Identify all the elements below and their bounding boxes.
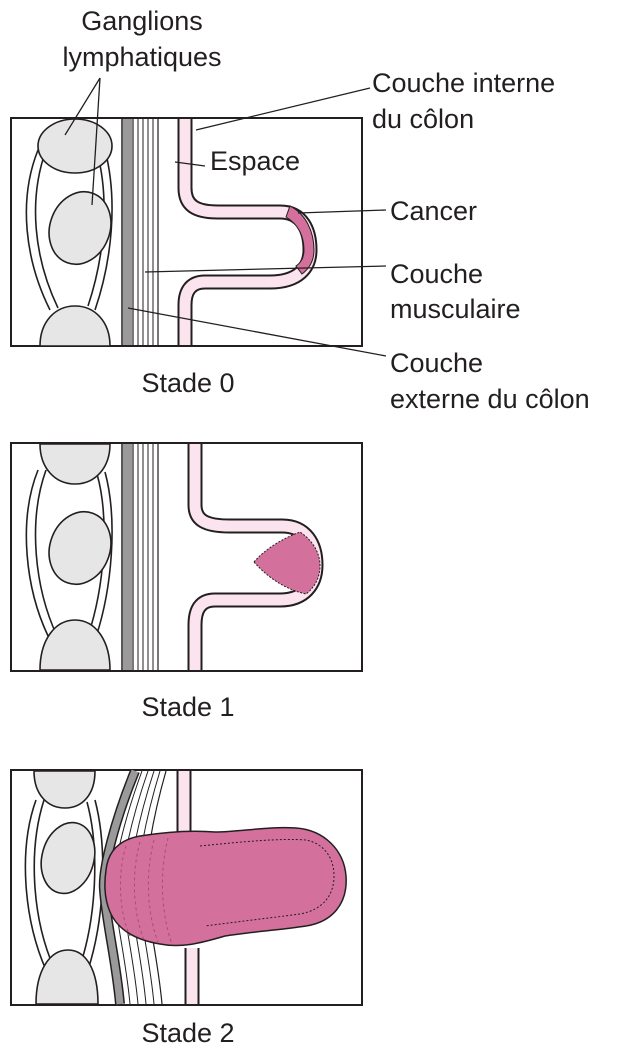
label-muscle-line1: Couche	[390, 259, 483, 289]
label-inner-layer-line1: Couche interne	[372, 68, 555, 98]
stage-0-caption: Stade 0	[141, 368, 234, 398]
outer-colon-layer	[123, 444, 132, 670]
label-inner-layer-line2: du côlon	[372, 104, 474, 134]
label-cancer: Cancer	[390, 196, 477, 226]
stage-1-caption: Stade 1	[141, 692, 234, 722]
label-lymph-nodes-line2: lymphatiques	[62, 42, 221, 72]
stage-0-panel	[11, 118, 362, 346]
label-muscle-line2: musculaire	[390, 294, 521, 324]
stage-2-caption: Stade 2	[141, 1018, 234, 1048]
label-outer-line2: externe du côlon	[390, 384, 590, 414]
outer-colon-layer	[123, 119, 132, 345]
label-lymph-nodes-line1: Ganglions	[81, 6, 203, 36]
stage-2-panel	[11, 770, 362, 1005]
label-outer-line1: Couche	[390, 348, 483, 378]
lymph-node	[38, 119, 112, 173]
stage-1-panel	[11, 443, 362, 671]
label-space: Espace	[210, 146, 300, 176]
